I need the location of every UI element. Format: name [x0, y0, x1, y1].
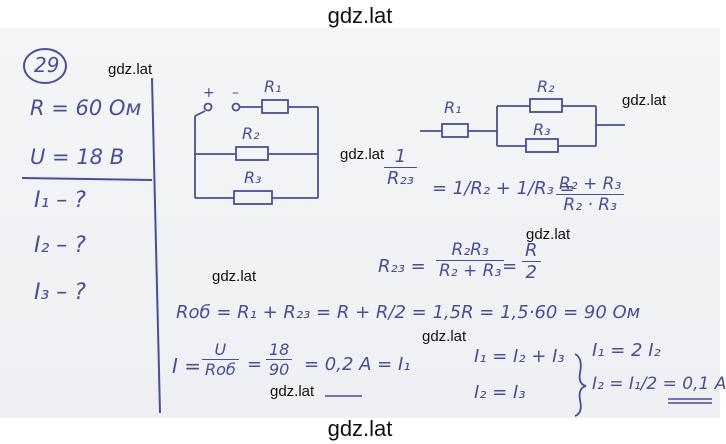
eq1-middle: = 1/R₂ + 1/R₃ =: [432, 178, 575, 199]
watermark-small-1: gdz.lat: [108, 61, 153, 78]
eq2-lhs: R₂₃ =: [378, 256, 426, 277]
eq1-rhs-den: R₂ · R₃: [563, 195, 617, 215]
problem-number: 29: [34, 53, 60, 77]
eq5-current-sum: I₁ = I₂ + I₃: [474, 346, 565, 367]
eq2-result-den: 2: [525, 262, 537, 283]
watermark-small-7: gdz.lat: [270, 383, 315, 400]
drawing-layer: [21, 48, 712, 417]
watermark-small-5: gdz.lat: [212, 268, 257, 285]
eq4-lhs: I =: [172, 354, 202, 378]
watermark-small-3: gdz.lat: [340, 146, 385, 163]
eq2-result-fraction: R 2: [522, 240, 541, 283]
system-brace: [574, 353, 587, 417]
eq2-fraction-num: R₂R₃: [436, 240, 505, 261]
eq2-result-num: R: [522, 240, 541, 262]
eq1-lhs-den: R₂₃: [387, 168, 414, 189]
eq5-i2-result: I₂ = I₁/2 = 0,1 А: [592, 374, 726, 394]
given-underline: [21, 177, 153, 181]
eq4-equals: =: [247, 354, 263, 375]
circuit-right-diagram: [420, 98, 625, 153]
eq5-i1-double: I₁ = 2 I₂: [592, 340, 661, 361]
watermark-small-4: gdz.lat: [526, 226, 571, 243]
notebook-page: 29 R = 60 Ом U = 18 В I₁ – ? I₂ – ? I₃ –…: [0, 28, 726, 418]
watermark-bottom: gdz.lat: [327, 416, 393, 441]
eq4-numeric-num: 18: [266, 340, 293, 360]
unknown-i3: I₃ – ?: [34, 280, 86, 305]
circuit-left-r1-label: R₁: [264, 77, 282, 96]
terminal-plus: +: [203, 85, 215, 101]
circuit-left-diagram: [194, 99, 319, 205]
eq4-ohm-fraction: U Rоб: [202, 340, 239, 379]
eq3-total-resistance: Rоб = R₁ + R₂₃ = R + R/2 = 1,5R = 1,5·60…: [176, 302, 641, 323]
eq1-rhs-num: R₂ + R₃: [556, 174, 625, 195]
eq4-result: = 0,2 А = I₁: [304, 354, 411, 375]
watermark-small-2: gdz.lat: [622, 92, 667, 109]
eq5-current-equal: I₂ = I₃: [474, 382, 526, 403]
circuit-right-r3-label: R₃: [533, 120, 551, 139]
eq2-equals: =: [502, 256, 518, 277]
terminal-minus: –: [232, 85, 239, 101]
eq4-numeric-fraction: 18 90: [266, 340, 293, 379]
eq4-ohm-den: Rоб: [205, 360, 236, 379]
circuit-right-r1-label: R₁: [444, 98, 462, 117]
eq2-fraction: R₂R₃ R₂ + R₃: [436, 240, 505, 281]
eq4-numeric-den: 90: [269, 360, 290, 379]
problem-number-circle: [23, 48, 67, 84]
given-voltage: U = 18 В: [30, 145, 125, 169]
circuit-left-r3-label: R₃: [244, 168, 262, 187]
watermark-small-6: gdz.lat: [422, 328, 467, 345]
unknown-i1: I₁ – ?: [34, 188, 86, 213]
eq1-lhs-num: 1: [384, 146, 417, 168]
circuit-left-r2-label: R₂: [242, 124, 260, 143]
given-resistance: R = 60 Ом: [30, 96, 142, 120]
eq1-rhs-fraction: R₂ + R₃ R₂ · R₃: [556, 174, 625, 215]
eq4-ohm-num: U: [202, 340, 239, 360]
eq1-lhs-fraction: 1 R₂₃: [384, 146, 417, 189]
given-separator: [151, 77, 161, 414]
circuit-right-r2-label: R₂: [537, 77, 555, 96]
eq2-fraction-den: R₂ + R₃: [439, 261, 502, 281]
watermark-top: gdz.lat: [327, 3, 393, 28]
unknown-i2: I₂ – ?: [34, 233, 86, 258]
